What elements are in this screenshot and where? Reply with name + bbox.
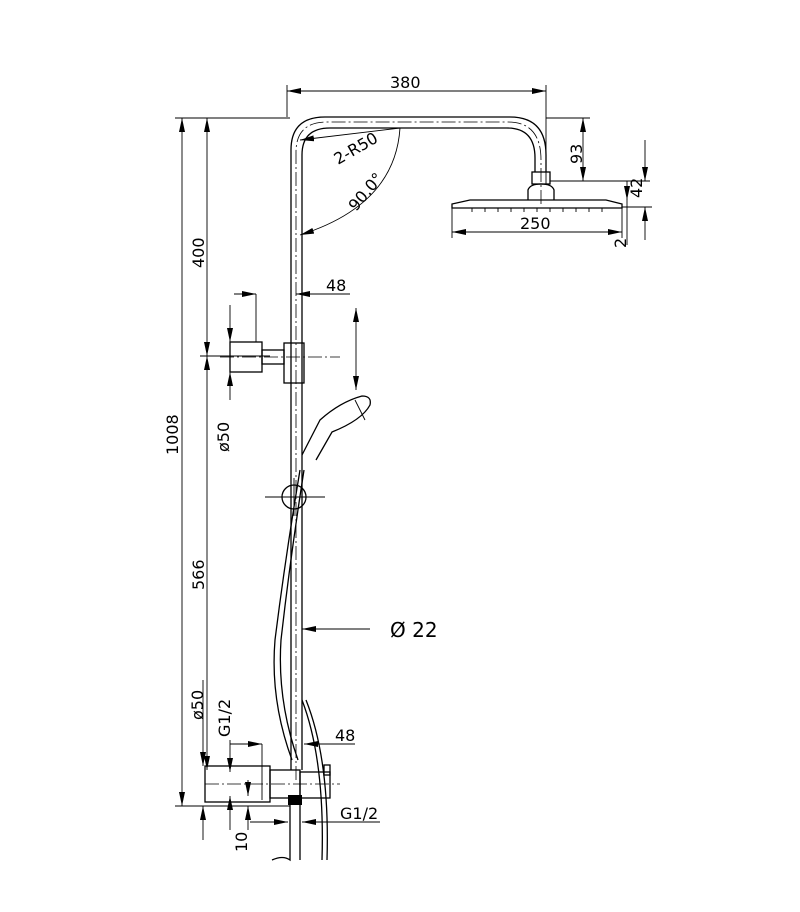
dimension-250: 250	[451, 208, 623, 238]
dimension-42: 42	[622, 140, 652, 240]
dimension-93: 93	[546, 117, 650, 182]
diverter-knob	[265, 478, 325, 516]
dimension-g12-inlet: G1/2	[215, 699, 234, 830]
dimension-1008: 1008	[163, 117, 290, 807]
svg-text:G1/2: G1/2	[215, 699, 234, 737]
svg-text:566: 566	[189, 559, 208, 590]
hand-shower	[273, 395, 371, 761]
svg-text:48: 48	[335, 726, 355, 745]
svg-text:10: 10	[232, 832, 251, 852]
dimension-400: 400	[189, 118, 270, 357]
svg-text:42: 42	[627, 178, 646, 198]
bend-radius-annotation: 2-R50 90.0°	[299, 127, 401, 236]
svg-text:G1/2: G1/2	[340, 804, 378, 823]
svg-text:90.0°: 90.0°	[345, 169, 388, 215]
dimension-10: 10	[232, 780, 251, 852]
svg-text:ø50: ø50	[188, 690, 207, 720]
svg-text:Ø 22: Ø 22	[390, 618, 438, 642]
svg-text:380: 380	[390, 73, 421, 92]
svg-text:400: 400	[189, 237, 208, 268]
svg-text:2: 2	[611, 238, 630, 248]
rain-shower-head	[451, 171, 623, 212]
svg-text:48: 48	[326, 276, 346, 295]
svg-text:250: 250	[520, 214, 551, 233]
dimension-g12-outlet: G1/2	[250, 804, 380, 825]
dimension-2: 2	[611, 181, 630, 248]
svg-text:2-R50: 2-R50	[331, 128, 382, 168]
shower-hose	[301, 699, 328, 861]
dimension-48-bottom: 48	[230, 726, 355, 800]
dimension-566: 566	[189, 356, 210, 770]
wall-bracket-top: ø50	[214, 305, 340, 452]
dimension-380: 380	[286, 73, 547, 185]
svg-text:93: 93	[567, 144, 586, 164]
svg-text:ø50: ø50	[214, 422, 233, 452]
dimension-48-top: 48	[234, 276, 350, 342]
mixer-valve	[204, 764, 340, 862]
dimension-ø50-bottom: ø50	[188, 680, 207, 840]
svg-text:1008: 1008	[163, 414, 182, 455]
shower-riser-pipe	[290, 116, 547, 780]
dimension-pipe-diameter: Ø 22	[302, 618, 438, 642]
